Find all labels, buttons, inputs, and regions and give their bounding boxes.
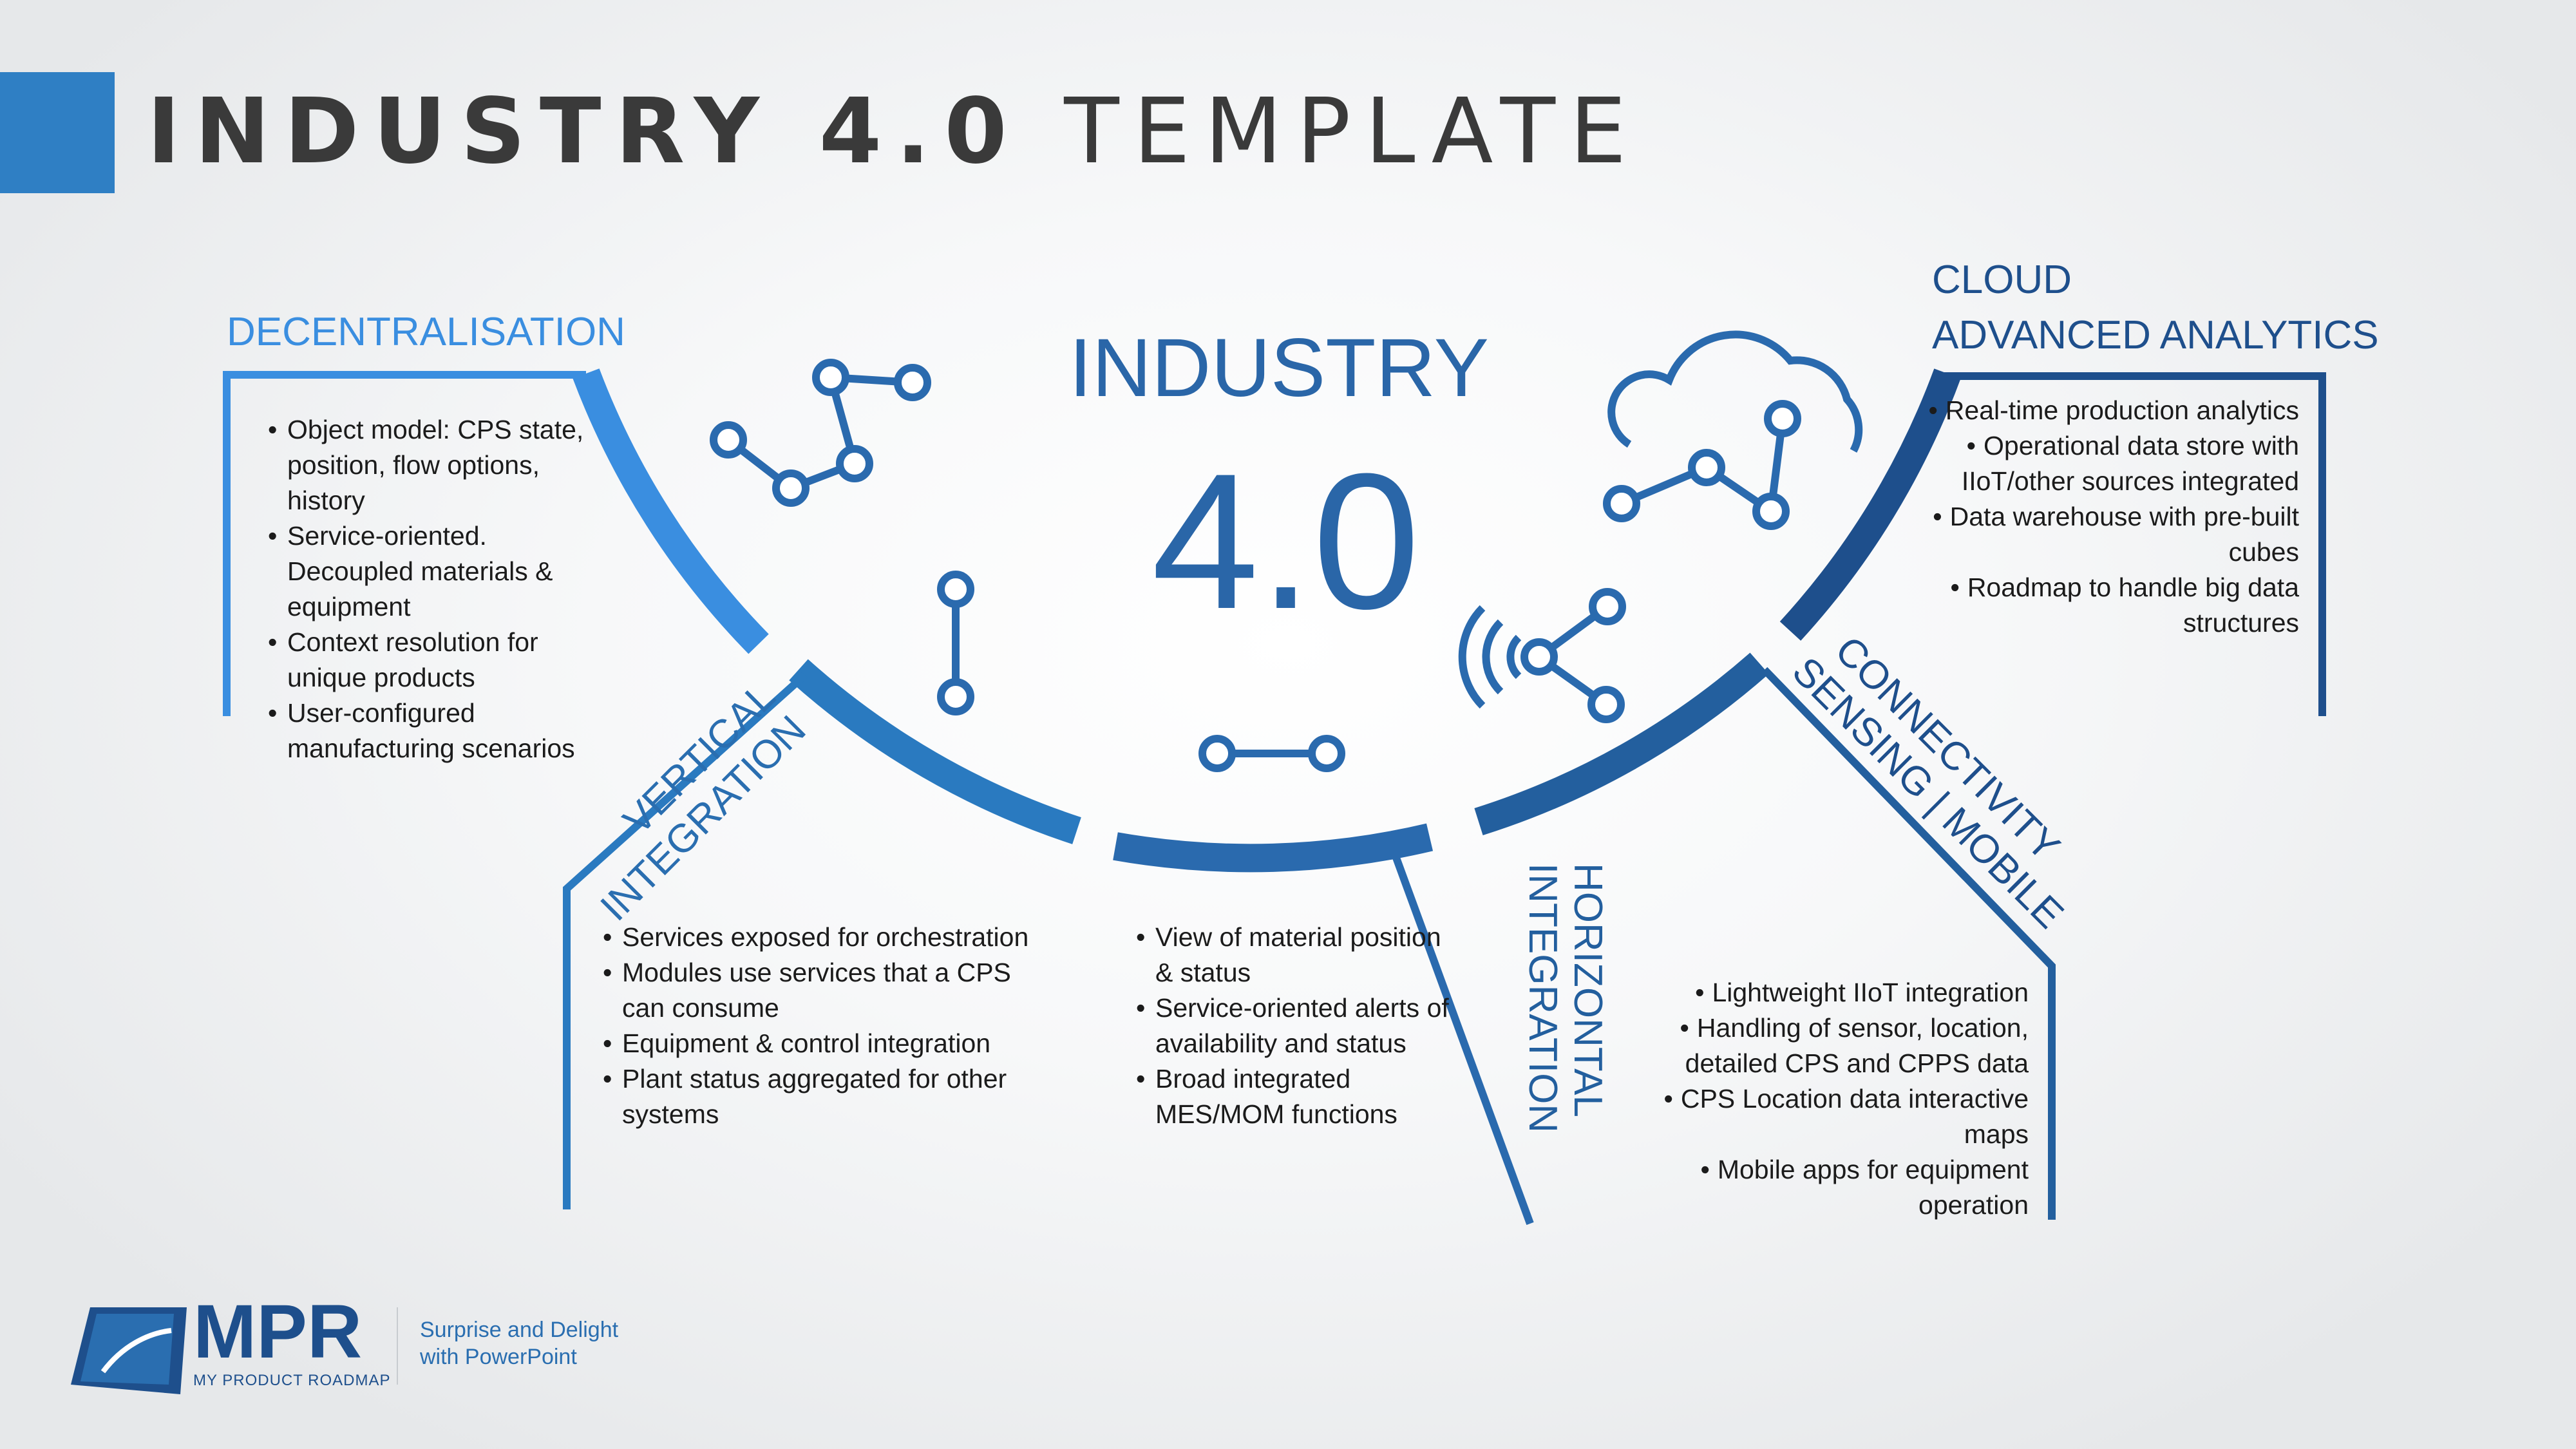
list-item: Modules use services that a CPS can cons… (603, 955, 1054, 1026)
list-item: CPS Location data interactive maps (1649, 1081, 2029, 1152)
logo-subtitle: MY PRODUCT ROADMAP (193, 1372, 391, 1389)
cloud-heading-line1: CLOUD (1932, 258, 2072, 302)
title-bold: INDUSTRY 4.0 (147, 79, 1021, 184)
list-item: Context resolution for unique products (268, 625, 603, 696)
list-item: Broad integrated MES/MOM functions (1136, 1061, 1458, 1132)
list-item: Services exposed for orchestration (603, 920, 1054, 955)
network-nodes-icon (710, 359, 931, 507)
mpr-logo-mark (71, 1307, 187, 1394)
title-accent-block (0, 72, 115, 193)
cloud-heading-line2: ADVANCED ANALYTICS (1932, 313, 2379, 357)
list-item: Equipment & control integration (603, 1026, 1054, 1061)
tagline-line2: with PowerPoint (420, 1345, 577, 1369)
connectivity-list: Lightweight IIoT integration Handling of… (1649, 975, 2029, 1223)
list-item: Roadmap to handle big data structures (1926, 570, 2299, 641)
vertical-link-icon (937, 571, 974, 715)
horizontal-heading-line2: INTEGRATION (1520, 863, 1565, 1133)
list-item: Service-oriented alerts of availability … (1136, 990, 1458, 1061)
arc-vertical (789, 659, 1081, 844)
cloud-network-icon (1603, 330, 1863, 530)
horizontal-heading-line1: HORIZONTAL (1566, 863, 1610, 1117)
vertical-list: Services exposed for orchestration Modul… (603, 920, 1054, 1132)
arc-connectivity (1779, 368, 1961, 641)
horizontal-link-icon (1198, 735, 1345, 772)
logo-text: MPR (193, 1289, 363, 1374)
list-item: Handling of sensor, location, detailed C… (1649, 1010, 2029, 1081)
center-industry-word: INDUSTRY (1069, 322, 1489, 414)
connectivity-bracket (1761, 667, 2056, 1220)
center-number: 4.0 (1151, 433, 1421, 649)
decentralisation-heading: DECENTRALISATION (227, 310, 625, 354)
list-item: View of material position & status (1136, 920, 1458, 990)
list-item: Mobile apps for equipment operation (1649, 1152, 2029, 1223)
arc-decentralisation (573, 368, 769, 654)
logo-divider (397, 1307, 398, 1385)
list-item: Real-time production analytics (1926, 393, 2299, 428)
list-item: Object model: CPS state, position, flow … (268, 412, 603, 518)
horizontal-integration-heading: HORIZONTAL INTEGRATION (1520, 863, 1610, 1133)
vertical-bracket (563, 672, 808, 1209)
decentralisation-list: Object model: CPS state, position, flow … (268, 412, 603, 766)
list-item: Lightweight IIoT integration (1649, 975, 2029, 1010)
middle-list: View of material position & status Servi… (1136, 920, 1458, 1132)
cloud-bracket (1944, 372, 2326, 716)
list-item: Service-oriented. Decoupled materials & … (268, 518, 603, 625)
cloud-list: Real-time production analytics Operation… (1926, 393, 2299, 641)
middle-bracket (1387, 842, 1534, 1226)
arc-middle (1113, 823, 1434, 873)
tagline-line1: Surprise and Delight (420, 1318, 619, 1342)
decentralisation-bracket (223, 371, 586, 716)
cloud-heading: CLOUD ADVANCED ANALYTICS (1932, 252, 2379, 363)
list-item: Operational data store with IIoT/other s… (1926, 428, 2299, 499)
page-title: INDUSTRY 4.0 TEMPLATE (147, 77, 1641, 187)
list-item: Data warehouse with pre-built cubes (1926, 499, 2299, 570)
arc-horizontal (1474, 652, 1769, 835)
title-light: TEMPLATE (1064, 79, 1641, 184)
list-item: User-configured manufacturing scenarios (268, 696, 603, 766)
tagline: Surprise and Delight with PowerPoint (420, 1316, 618, 1370)
list-item: Plant status aggregated for other system… (603, 1061, 1054, 1132)
wireless-share-icon (1458, 588, 1626, 723)
